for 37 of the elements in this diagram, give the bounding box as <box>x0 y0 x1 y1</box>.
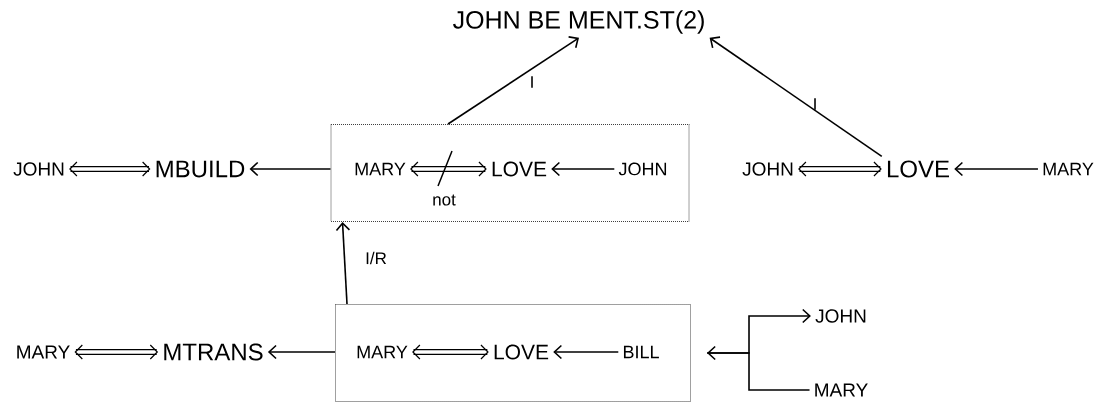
arrow <box>954 161 1039 177</box>
word-label: MARY <box>815 383 868 397</box>
arrow <box>410 161 487 177</box>
edge-label: not <box>433 194 456 206</box>
arrow <box>412 344 489 360</box>
arrow <box>335 222 351 305</box>
word-label: MARY <box>17 345 70 359</box>
word-label: LOVE <box>494 344 549 360</box>
arrow <box>706 308 811 354</box>
arrow <box>551 161 616 177</box>
word-label: MTRANS <box>164 343 263 361</box>
arrow <box>798 161 882 177</box>
word-label: JOHN <box>618 162 667 176</box>
word-label: MARY <box>357 345 408 359</box>
word-label: MARY <box>355 162 406 176</box>
edge-label: I <box>814 98 816 110</box>
arrow <box>249 161 332 177</box>
dotted-frame <box>330 124 690 222</box>
word-label: JOHN <box>742 162 793 176</box>
word-label: MARY <box>1043 162 1094 176</box>
word-label: BILL <box>623 345 659 359</box>
arrow <box>74 344 159 360</box>
word-label: MBUILD <box>156 160 245 178</box>
word-label: JOHN <box>13 162 64 176</box>
edge-label: I/R <box>366 251 387 265</box>
arrow <box>709 36 883 158</box>
arrow <box>447 36 579 125</box>
arrow <box>553 344 620 360</box>
word-label: JOHN <box>815 309 866 323</box>
arrow <box>267 344 336 360</box>
arrow <box>707 345 811 391</box>
dotted-frame <box>335 304 691 402</box>
edge-label: I <box>531 76 533 88</box>
word-label: LOVE <box>492 161 547 177</box>
arrow <box>69 161 151 177</box>
title: JOHN BE MENT.ST(2) <box>453 10 704 34</box>
word-label: LOVE <box>887 160 949 178</box>
